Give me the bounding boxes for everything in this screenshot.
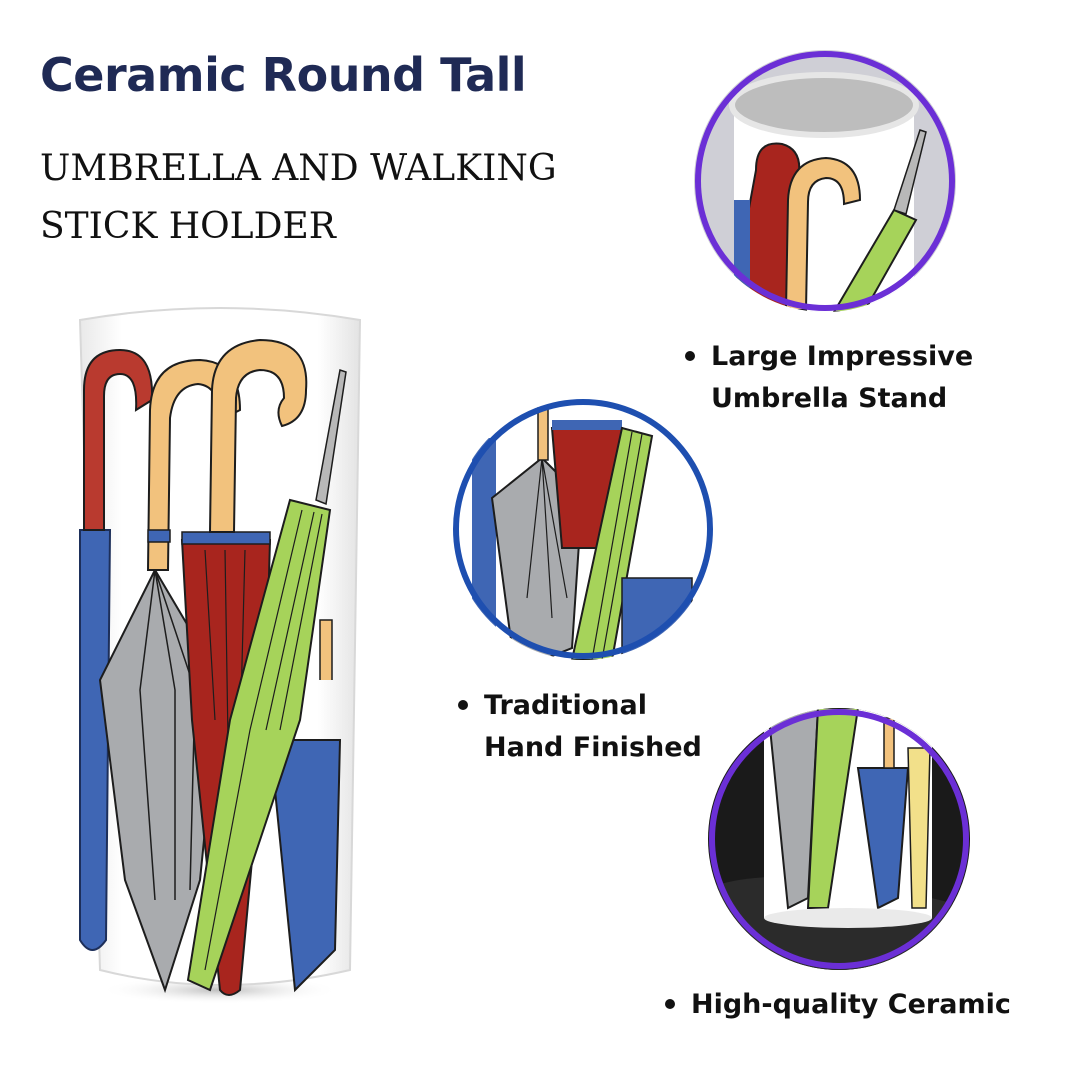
feature-text-line-1: High-quality Ceramic	[691, 989, 1011, 1020]
feature-item: Large Impressive Umbrella Stand	[685, 336, 974, 420]
feature-text-line-2: Hand Finished	[484, 732, 702, 763]
feature-text-line-1: Traditional	[484, 690, 647, 721]
subtitle-line-2: STICK HOLDER	[40, 206, 336, 247]
detail-image-middle	[452, 398, 714, 660]
feature-item: Traditional Hand Finished	[458, 685, 702, 769]
detail-image-top	[694, 50, 956, 312]
feature-item: High-quality Ceramic	[665, 984, 1011, 1026]
bullet-dot-icon	[665, 999, 675, 1009]
subtitle-line-1: UMBRELLA AND WALKING	[40, 148, 557, 189]
bullet-dot-icon	[458, 700, 468, 710]
feature-text-line-1: Large Impressive	[711, 341, 974, 372]
bullet-dot-icon	[685, 351, 695, 361]
product-image-main	[70, 300, 370, 1024]
page-title: Ceramic Round Tall	[40, 48, 527, 102]
feature-text-line-2: Umbrella Stand	[711, 383, 948, 414]
detail-image-bottom	[708, 708, 970, 970]
page-subtitle: UMBRELLA AND WALKING STICK HOLDER	[40, 140, 600, 256]
